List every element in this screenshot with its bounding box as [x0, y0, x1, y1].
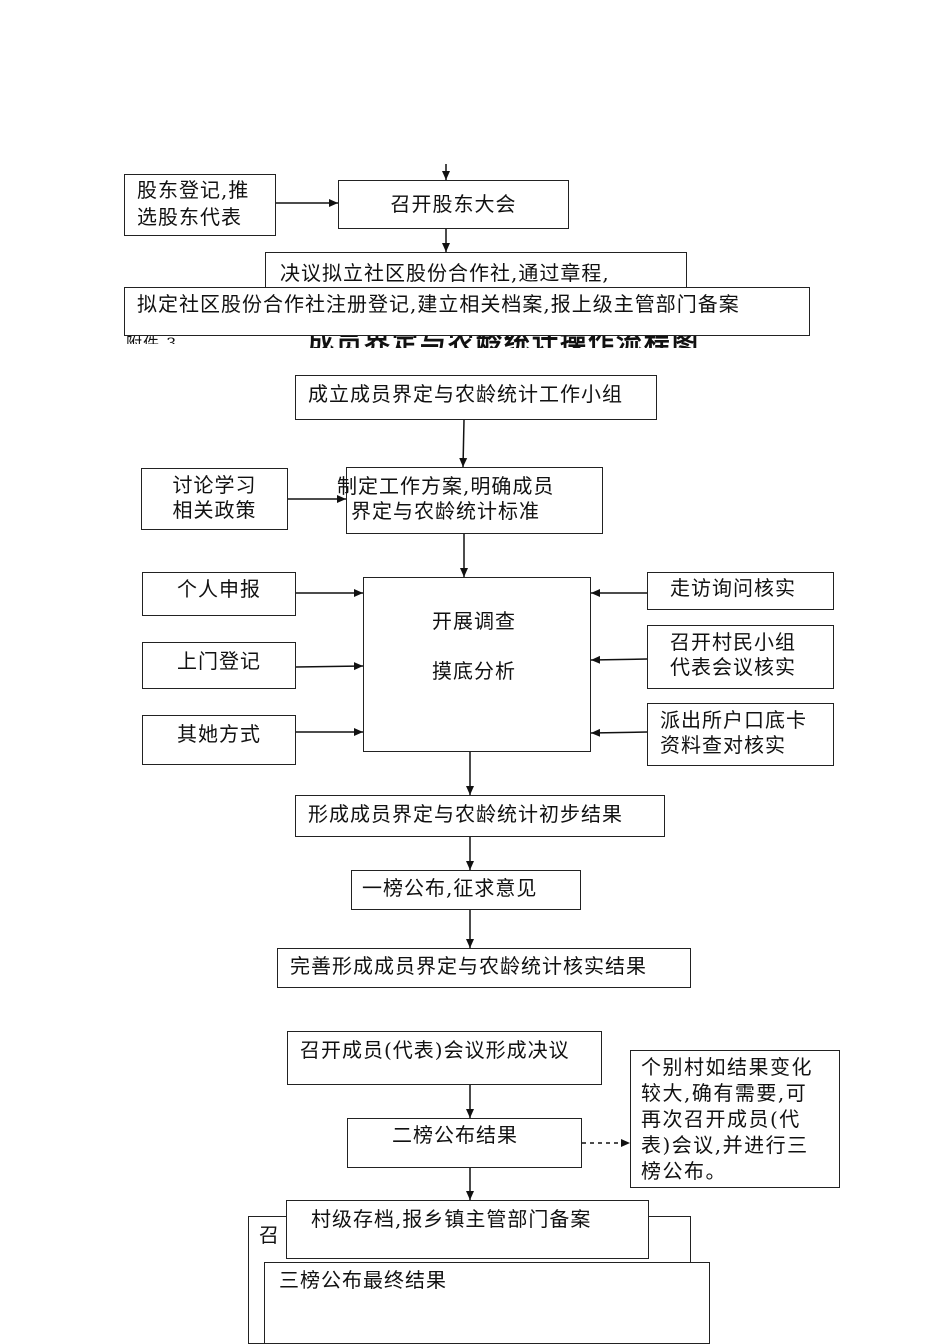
- visit-verify-box: 走访询问核实: [647, 572, 834, 610]
- work-plan-line-2: 界定与农龄统计标准: [351, 499, 540, 523]
- arrow-police-records: [590, 728, 648, 737]
- registration-box: 拟定社区股份合作社注册登记,建立相关档案,报上级主管部门备案: [124, 287, 810, 336]
- side-note-line-1: 个别村如结果变化: [641, 1055, 813, 1079]
- resolution-text: 决议拟立社区股份合作社,通过章程,: [280, 261, 610, 285]
- police-records-line-2: 资料查对核实: [660, 733, 786, 757]
- third-publish-box: 三榜公布最终结果: [264, 1262, 710, 1344]
- preliminary-result-text: 形成成员界定与农龄统计初步结果: [308, 802, 623, 826]
- setup-group-text: 成立成员界定与农龄统计工作小组: [308, 382, 623, 406]
- third-publish-text: 三榜公布最终结果: [279, 1268, 447, 1292]
- archive-box: 村级存档,报乡镇主管部门备案: [286, 1200, 649, 1259]
- work-plan-box: 制定工作方案,明确成员 界定与农龄统计标准: [337, 467, 603, 534]
- villager-meeting-line-2: 代表会议核实: [670, 655, 796, 679]
- shareholder-register-box: 股东登记,推 选股东代表: [124, 174, 276, 236]
- setup-group-box: 成立成员界定与农龄统计工作小组: [295, 375, 657, 420]
- other-methods-box: 其她方式: [142, 715, 296, 765]
- shareholder-meeting-box: 召开股东大会: [338, 180, 569, 229]
- door-registration-box: 上门登记: [142, 642, 296, 689]
- study-policy-line-2: 相关政策: [172, 498, 257, 522]
- police-records-line-1: 派出所户口底卡: [660, 708, 807, 732]
- member-meeting-box: 召开成员(代表)会议形成决议: [287, 1031, 602, 1085]
- investigation-box: 开展调查 摸底分析: [363, 577, 591, 752]
- villager-meeting-box: 召开村民小组 代表会议核实: [647, 625, 834, 689]
- investigation-line-1: 开展调查: [432, 609, 516, 633]
- door-registration-text: 上门登记: [177, 649, 261, 673]
- work-plan-line-1: 制定工作方案,明确成员: [337, 474, 555, 498]
- personal-report-text: 个人申报: [177, 577, 261, 601]
- member-meeting-text: 召开成员(代表)会议形成决议: [300, 1038, 570, 1062]
- verified-result-box: 完善形成成员界定与农龄统计核实结果: [277, 948, 691, 988]
- shareholder-register-line-1: 股东登记,推: [137, 178, 250, 202]
- side-note-line-2: 较大,确有需要,可: [641, 1081, 808, 1105]
- side-note-line-5: 榜公布。: [641, 1159, 727, 1183]
- first-publish-text: 一榜公布,征求意见: [362, 876, 538, 900]
- archive-text: 村级存档,报乡镇主管部门备案: [311, 1207, 592, 1231]
- verified-result-text: 完善形成成员界定与农龄统计核实结果: [290, 954, 647, 978]
- study-policy-line-1: 讨论学习: [172, 473, 257, 497]
- side-note-box: 个别村如结果变化 较大,确有需要,可 再次召开成员(代 表)会议,并进行三 榜公…: [630, 1050, 840, 1188]
- second-publish-text: 二榜公布结果: [392, 1123, 518, 1147]
- preliminary-result-box: 形成成员界定与农龄统计初步结果: [295, 795, 665, 837]
- arrow-villager-meeting: [590, 655, 648, 664]
- other-methods-text: 其她方式: [177, 722, 261, 746]
- side-note-line-4: 表)会议,并进行三: [641, 1133, 809, 1157]
- shareholder-meeting-text: 召开股东大会: [390, 192, 517, 216]
- visit-verify-text: 走访询问核实: [670, 576, 796, 600]
- side-note-line-3: 再次召开成员(代: [641, 1107, 801, 1131]
- personal-report-box: 个人申报: [142, 572, 296, 616]
- investigation-line-2: 摸底分析: [432, 659, 516, 683]
- figure-label: 附件 3: [126, 334, 178, 344]
- behind-fragment-text: 召: [259, 1223, 280, 1247]
- police-records-box: 派出所户口底卡 资料查对核实: [647, 703, 834, 766]
- second-publish-box: 二榜公布结果: [347, 1118, 582, 1168]
- shareholder-register-line-2: 选股东代表: [137, 205, 242, 229]
- first-publish-box: 一榜公布,征求意见: [351, 870, 581, 910]
- arrow-group-to-plan: [459, 419, 468, 468]
- arrow-door-registration: [295, 662, 364, 671]
- registration-text: 拟定社区股份合作社注册登记,建立相关档案,报上级主管部门备案: [137, 292, 740, 316]
- villager-meeting-line-1: 召开村民小组: [670, 630, 796, 654]
- study-policy-box: 讨论学习 相关政策: [141, 468, 288, 530]
